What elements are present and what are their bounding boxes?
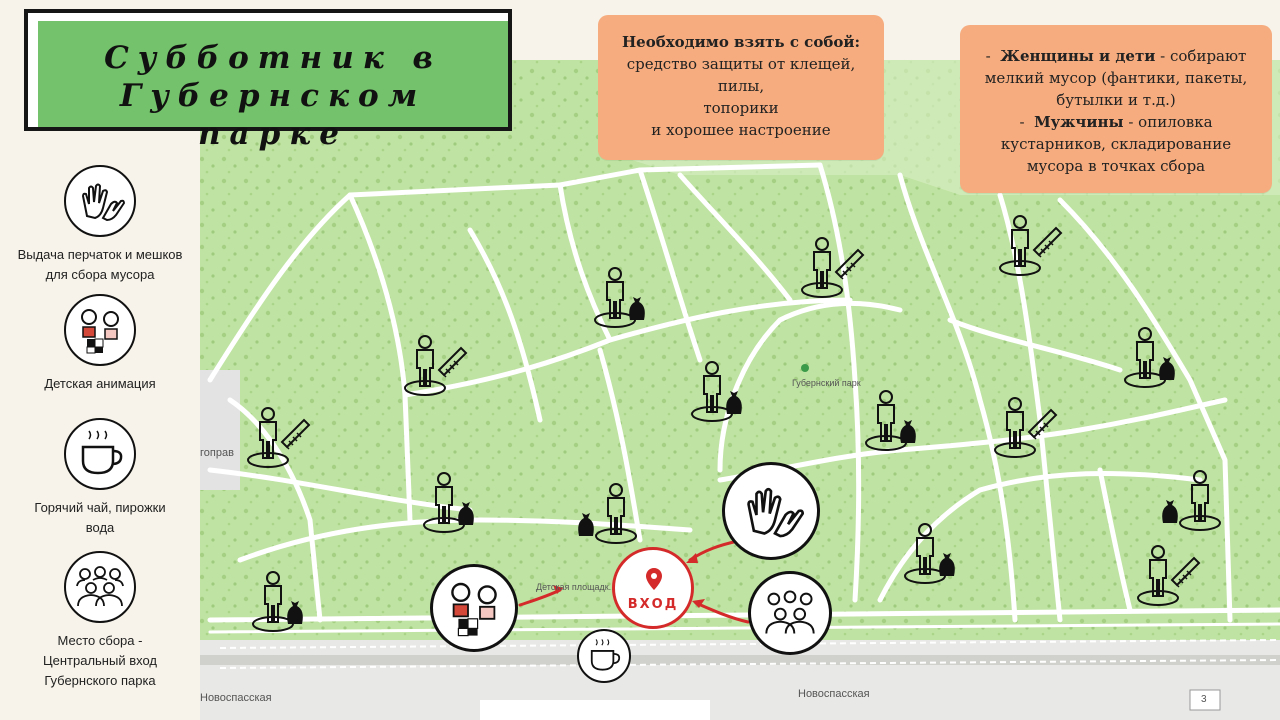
women-role-line-1: мелкий мусор (фантики, пакеты,: [984, 69, 1248, 87]
edge-label: гоправ: [200, 447, 234, 459]
legend-sidebar: Выдача перчаток и мешков для сбора мусор…: [0, 145, 200, 720]
title-line-2: Губернском паркe: [119, 78, 427, 152]
legend-item-tea: Горячий чай, пирожки вода: [0, 418, 200, 538]
entrance-label: ВХОД: [627, 597, 679, 612]
gathering-point-icon[interactable]: [748, 571, 832, 655]
house-number-label: 3: [1201, 694, 1207, 705]
women-role: - Женщины и дети - собирают: [985, 47, 1247, 65]
women-role-line-2: бутылки и т.д.): [1056, 91, 1176, 109]
take-with-you-heading: Необходимо взять с собой:: [622, 33, 860, 51]
take-item-2: пилы,: [717, 77, 765, 95]
legend-item-gloves: Выдача перчаток и мешков для сбора мусор…: [0, 165, 200, 285]
legend-label-children: Детская анимация: [44, 376, 156, 391]
title-line-1: Субботник в: [104, 40, 442, 76]
park-name-label: Губернский парк: [792, 378, 861, 388]
men-role-line-1: кустарников, складирование: [1000, 135, 1232, 153]
legend-label-gloves: Выдача перчаток и мешков для сбора мусор…: [17, 247, 183, 282]
tea-cup-icon: [64, 418, 136, 490]
children-icon: [64, 294, 136, 366]
take-with-you-note: Необходимо взять с собой: средство защит…: [598, 15, 884, 160]
legend-label-crowd: Место сбора - Центральный вход Губернско…: [43, 633, 157, 688]
tea-point-icon[interactable]: [577, 629, 631, 683]
park-marker-icon: [801, 364, 809, 372]
crowd-icon: [64, 551, 136, 623]
legend-label-tea: Горячий чай, пирожки вода: [34, 500, 166, 535]
legend-item-crowd: Место сбора - Центральный вход Губернско…: [0, 551, 200, 691]
gloves-icon: [64, 165, 136, 237]
page-title: Субботник в Губернском паркe: [38, 39, 508, 153]
playground-label: Детская площадк...: [536, 582, 617, 592]
location-pin-icon: [646, 568, 662, 590]
street-label-right: Новоспасская: [798, 688, 870, 700]
take-item-1: средство защиты от клещей,: [626, 55, 856, 73]
take-item-4: и хорошее настроение: [651, 121, 831, 139]
gloves-point-icon[interactable]: [722, 462, 820, 560]
entrance-marker[interactable]: ВХОД: [612, 547, 694, 629]
take-item-3: топорики: [703, 99, 779, 117]
men-role: - Мужчины - опиловка: [1019, 113, 1213, 131]
men-role-line-2: мусора в точках сбора: [1026, 157, 1206, 175]
children-animation-point-icon[interactable]: [430, 564, 518, 652]
legend-item-children: Детская анимация: [0, 294, 200, 394]
street-label-left: Новоспасская: [200, 692, 272, 704]
title-banner: Субботник в Губернском паркe: [24, 9, 512, 152]
roles-note: - Женщины и дети - собирают мелкий мусор…: [960, 25, 1272, 193]
